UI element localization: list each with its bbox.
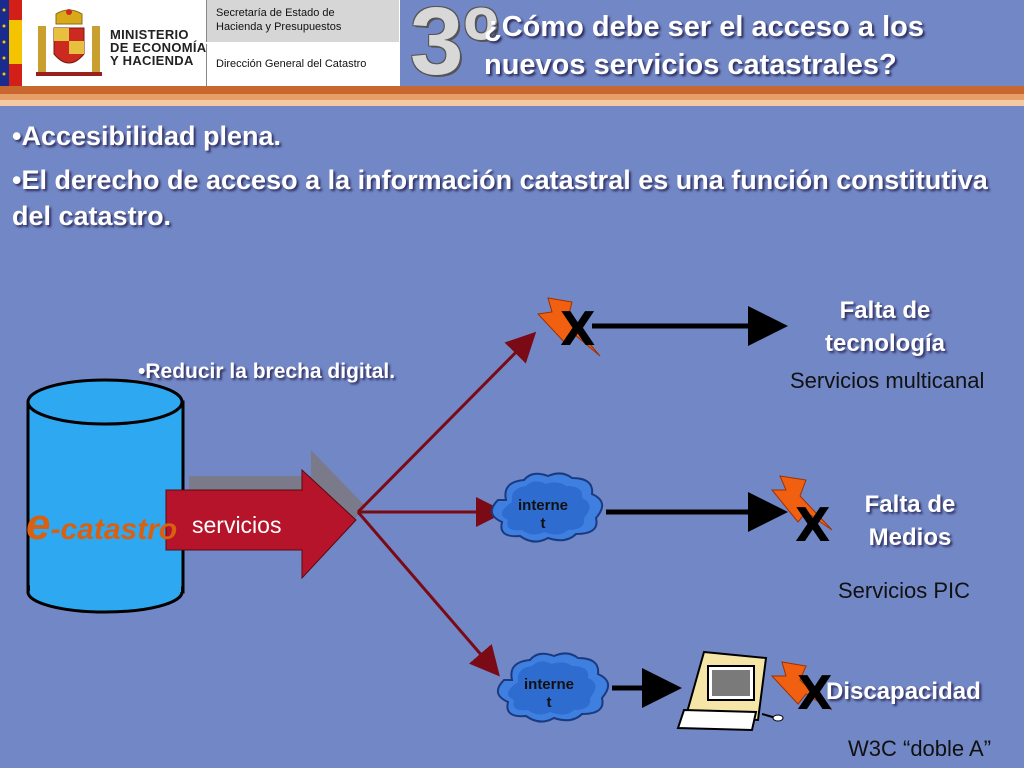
- direccion-label: Dirección General del Catastro: [216, 58, 367, 70]
- internet-label: interne t: [517, 497, 568, 532]
- cloud-icon: [497, 652, 609, 723]
- lightning-icon: [770, 661, 833, 711]
- secretaria-label: Secretaría de Estado de Hacienda y Presu…: [216, 7, 342, 33]
- servicios-label: servicios: [192, 512, 282, 538]
- lightning-icon: [536, 297, 601, 357]
- sub-bullet-brecha: •Reducir la brecha digital.: [138, 360, 396, 383]
- label-falta-tecnologia: Falta de tecnología: [824, 297, 945, 357]
- header-stripe: [0, 86, 1024, 94]
- coat-of-arms-icon: [36, 9, 102, 76]
- ecatastro-logo: e-catastro: [26, 500, 177, 550]
- ecatastro-rest: -catastro: [50, 513, 178, 546]
- database-cylinder-icon: [26, 378, 185, 614]
- header-stripe-light: [0, 94, 1024, 100]
- secretaria-box: [206, 0, 399, 42]
- bullet-accesibilidad: •Accesibilidad plena.: [12, 121, 282, 151]
- spain-flag-strip: [0, 0, 22, 86]
- x-mark: X: [560, 302, 596, 356]
- slide-title: ¿Cómo debe ser el acceso a los nuevos se…: [484, 11, 925, 81]
- section-number: 3º: [410, 0, 499, 95]
- label-discapacidad: Discapacidad: [826, 678, 981, 705]
- header-stripe-lighter: [0, 100, 1024, 106]
- ministry-name: MINISTERIO DE ECONOMÍA Y HACIENDA: [110, 27, 207, 68]
- servicios-arrow-icon: [165, 450, 366, 580]
- bullet-derecho-acceso: •El derecho de acceso a la información c…: [12, 165, 988, 231]
- label-w3c: W3C “doble A”: [848, 736, 992, 761]
- x-mark: X: [795, 498, 831, 552]
- label-falta-medios: Falta de Medios: [864, 491, 956, 551]
- internet-label: interne t: [523, 676, 574, 711]
- computer-icon: [676, 650, 784, 732]
- direccion-box: [206, 44, 399, 86]
- cloud-icon: [491, 472, 603, 543]
- lightning-icon: [770, 475, 833, 531]
- label-servicios-multicanal: Servicios multicanal: [790, 368, 985, 393]
- branch-line-top: [356, 331, 537, 514]
- ecatastro-e: e: [26, 500, 51, 549]
- x-mark: X: [797, 666, 833, 720]
- label-servicios-pic: Servicios PIC: [838, 578, 971, 603]
- branch-line-bottom: [356, 511, 500, 677]
